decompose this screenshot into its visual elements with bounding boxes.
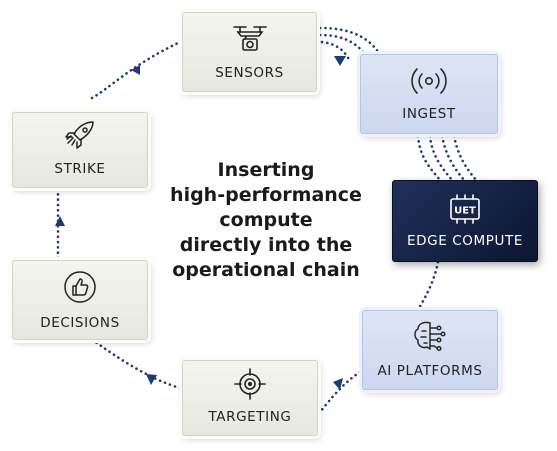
- node-targeting: TARGETING: [182, 360, 318, 436]
- connector-ingest-edge-3: [440, 134, 466, 182]
- node-strike: STRIKE: [12, 112, 148, 188]
- center-caption-line: operational chain: [172, 259, 360, 281]
- drone-camera-icon: [230, 23, 270, 53]
- node-sensors-label: SENSORS: [215, 65, 284, 81]
- center-caption-line: directly into the: [179, 234, 353, 256]
- node-sensors: SENSORS: [182, 12, 317, 92]
- ai-brain-icon: [410, 319, 450, 353]
- node-edge-compute: UET EDGE COMPUTE: [392, 180, 538, 262]
- node-ingest-label: INGEST: [402, 106, 456, 122]
- broadcast-icon: [409, 66, 449, 96]
- node-targeting-label: TARGETING: [208, 409, 292, 425]
- arrow-targeting-decisions: [146, 374, 157, 385]
- center-caption-line: high-performance: [170, 184, 362, 206]
- connector-sensors-ingest-2: [318, 33, 372, 64]
- chip-logo-icon: UET: [448, 194, 482, 224]
- rocket-icon: [63, 119, 97, 149]
- node-ai-platforms-label: AI PLATFORMS: [377, 363, 483, 379]
- node-decisions: DECISIONS: [12, 260, 148, 340]
- arrow-decisions-strike: [55, 216, 65, 226]
- connector-sensors-ingest-3: [320, 40, 352, 64]
- node-ai-platforms: AI PLATFORMS: [362, 310, 498, 390]
- connector-ingest-edge-4: [452, 134, 478, 182]
- connector-ai-targeting: [318, 370, 362, 414]
- connector-edge-ai: [416, 260, 440, 312]
- arrow-ai-targeting: [333, 378, 343, 390]
- connector-targeting-decisions: [88, 336, 182, 390]
- center-caption-line: Inserting: [217, 159, 315, 181]
- arrow-strike-sensors: [131, 65, 140, 75]
- crosshair-icon: [234, 368, 266, 400]
- chip-logo-text: UET: [454, 206, 476, 217]
- node-decisions-label: DECISIONS: [40, 315, 120, 331]
- center-caption: Inserting high-performance compute direc…: [160, 158, 372, 283]
- node-ingest: INGEST: [360, 54, 498, 134]
- connector-ingest-edge-2: [428, 134, 454, 182]
- node-edge-compute-label: EDGE COMPUTE: [407, 233, 523, 249]
- thumbs-up-icon: [63, 270, 97, 304]
- node-strike-label: STRIKE: [54, 161, 106, 177]
- connector-ingest-edge: [416, 134, 442, 182]
- arrow-sensors-ingest: [334, 56, 346, 66]
- center-caption-line: compute: [219, 209, 313, 231]
